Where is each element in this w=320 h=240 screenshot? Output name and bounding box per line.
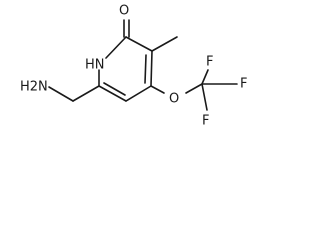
bond-c3-c4	[150, 50, 153, 87]
bond-o-cf3	[185, 83, 203, 94]
atom-nh-ring: HN	[85, 58, 105, 73]
molecule-diagram: O HN H2N O F F F	[20, 4, 247, 129]
atom-f-upper: F	[206, 55, 213, 70]
bond-c4-o-ether	[150, 85, 165, 94]
bond-c3-methyl	[151, 36, 178, 52]
atom-f-right: F	[240, 77, 247, 92]
bond-c6-ch2	[72, 85, 100, 102]
bond-c5-c6	[98, 85, 127, 102]
bond-n1-c2	[105, 36, 127, 59]
atom-o-carbonyl: O	[119, 4, 129, 19]
bond-cf3-f-lower	[201, 83, 208, 111]
bond-c4-c5	[125, 85, 152, 102]
atom-f-lower: F	[202, 114, 209, 129]
bond-c2-c3	[125, 36, 153, 52]
atom-o-ether: O	[169, 92, 179, 107]
bond-c5-c6-double	[103, 82, 126, 96]
bond-cf3-f-upper	[201, 69, 209, 85]
atom-nh2-amine: H2N	[20, 80, 48, 95]
bond-c3-c4-double	[144, 54, 147, 84]
bond-ch2-nh2	[48, 86, 74, 102]
